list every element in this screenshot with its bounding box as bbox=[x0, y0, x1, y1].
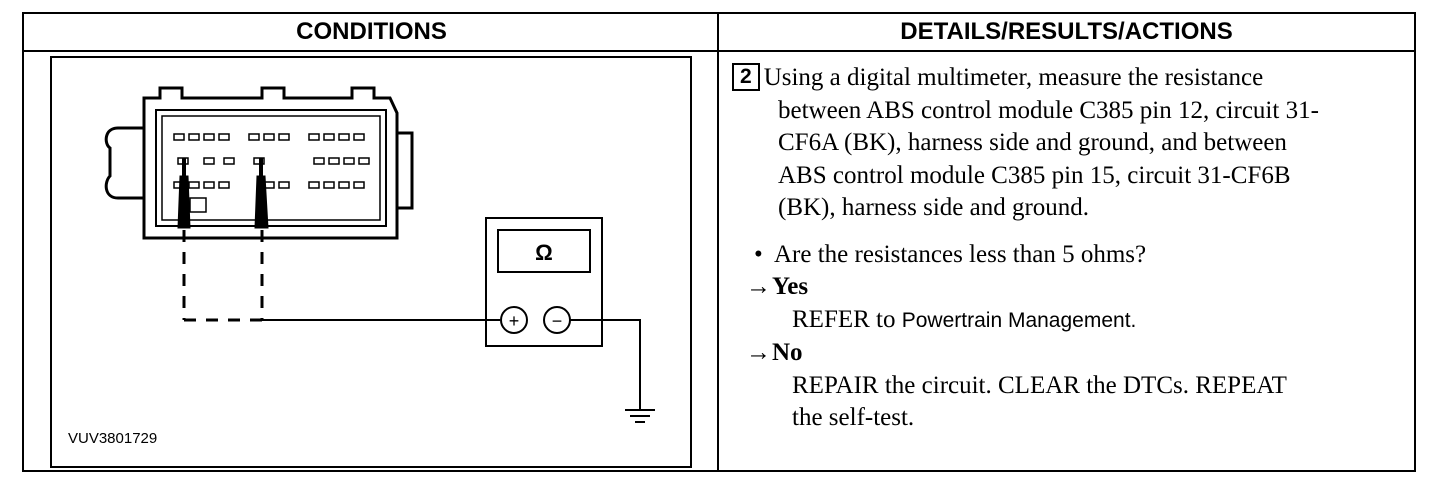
details-header: DETAILS/RESULTS/ACTIONS bbox=[719, 14, 1414, 52]
ground-icon bbox=[625, 409, 655, 423]
multimeter-icon bbox=[485, 217, 603, 347]
step-number-badge: 2 bbox=[732, 63, 760, 91]
powertrain-management-link[interactable]: Powertrain Management. bbox=[901, 308, 1137, 332]
yes-branch: →Yes bbox=[732, 271, 1412, 304]
question-item: • Are the resistances less than 5 ohms? bbox=[732, 239, 1412, 272]
no-label: No bbox=[772, 339, 803, 366]
terminal-slots-icon bbox=[173, 133, 370, 213]
no-branch: →No bbox=[732, 337, 1412, 370]
ground-lead bbox=[570, 319, 641, 410]
abs-connector-icon bbox=[104, 86, 414, 240]
instruction-line-5: (BK), harness side and ground. bbox=[778, 194, 1090, 221]
wiring-diagram: Ω + − VUV3801729 bbox=[50, 56, 692, 468]
yes-label: Yes bbox=[772, 273, 809, 300]
probe-icon bbox=[177, 158, 269, 229]
instruction-line-3: CF6A (BK), harness side and ground, and … bbox=[778, 129, 1287, 156]
yes-action-prefix: REFER to bbox=[792, 305, 896, 333]
arrow-right-icon: → bbox=[746, 273, 771, 300]
probe-leads bbox=[182, 230, 264, 322]
conditions-header: CONDITIONS bbox=[24, 14, 719, 52]
figure-id: VUV3801729 bbox=[68, 430, 158, 447]
plus-terminal-label: + bbox=[509, 311, 520, 331]
diagnostic-table: CONDITIONS DETAILS/RESULTS/ACTIONS bbox=[22, 12, 1416, 472]
instruction-line-2: between ABS control module C385 pin 12, … bbox=[778, 96, 1319, 124]
bullet-icon: • bbox=[754, 240, 763, 268]
minus-terminal-label: − bbox=[552, 311, 563, 331]
question-text: Are the resistances less than 5 ohms? bbox=[774, 240, 1147, 268]
ohm-symbol: Ω bbox=[535, 240, 553, 265]
no-action-line-1: REPAIR the circuit. CLEAR the DTCs. REPE… bbox=[792, 371, 1287, 399]
no-action-line-2: the self-test. bbox=[792, 404, 915, 431]
instruction-line-4: ABS control module C385 pin 15, circuit … bbox=[778, 161, 1291, 189]
connector-multimeter-illustration: Ω + − bbox=[104, 86, 655, 423]
yes-action: REFER to Powertrain Management. bbox=[732, 304, 1412, 338]
instruction-line-1: Using a digital multimeter, measure the … bbox=[763, 64, 1264, 91]
arrow-right-icon: → bbox=[746, 339, 771, 366]
column-divider bbox=[717, 14, 719, 470]
